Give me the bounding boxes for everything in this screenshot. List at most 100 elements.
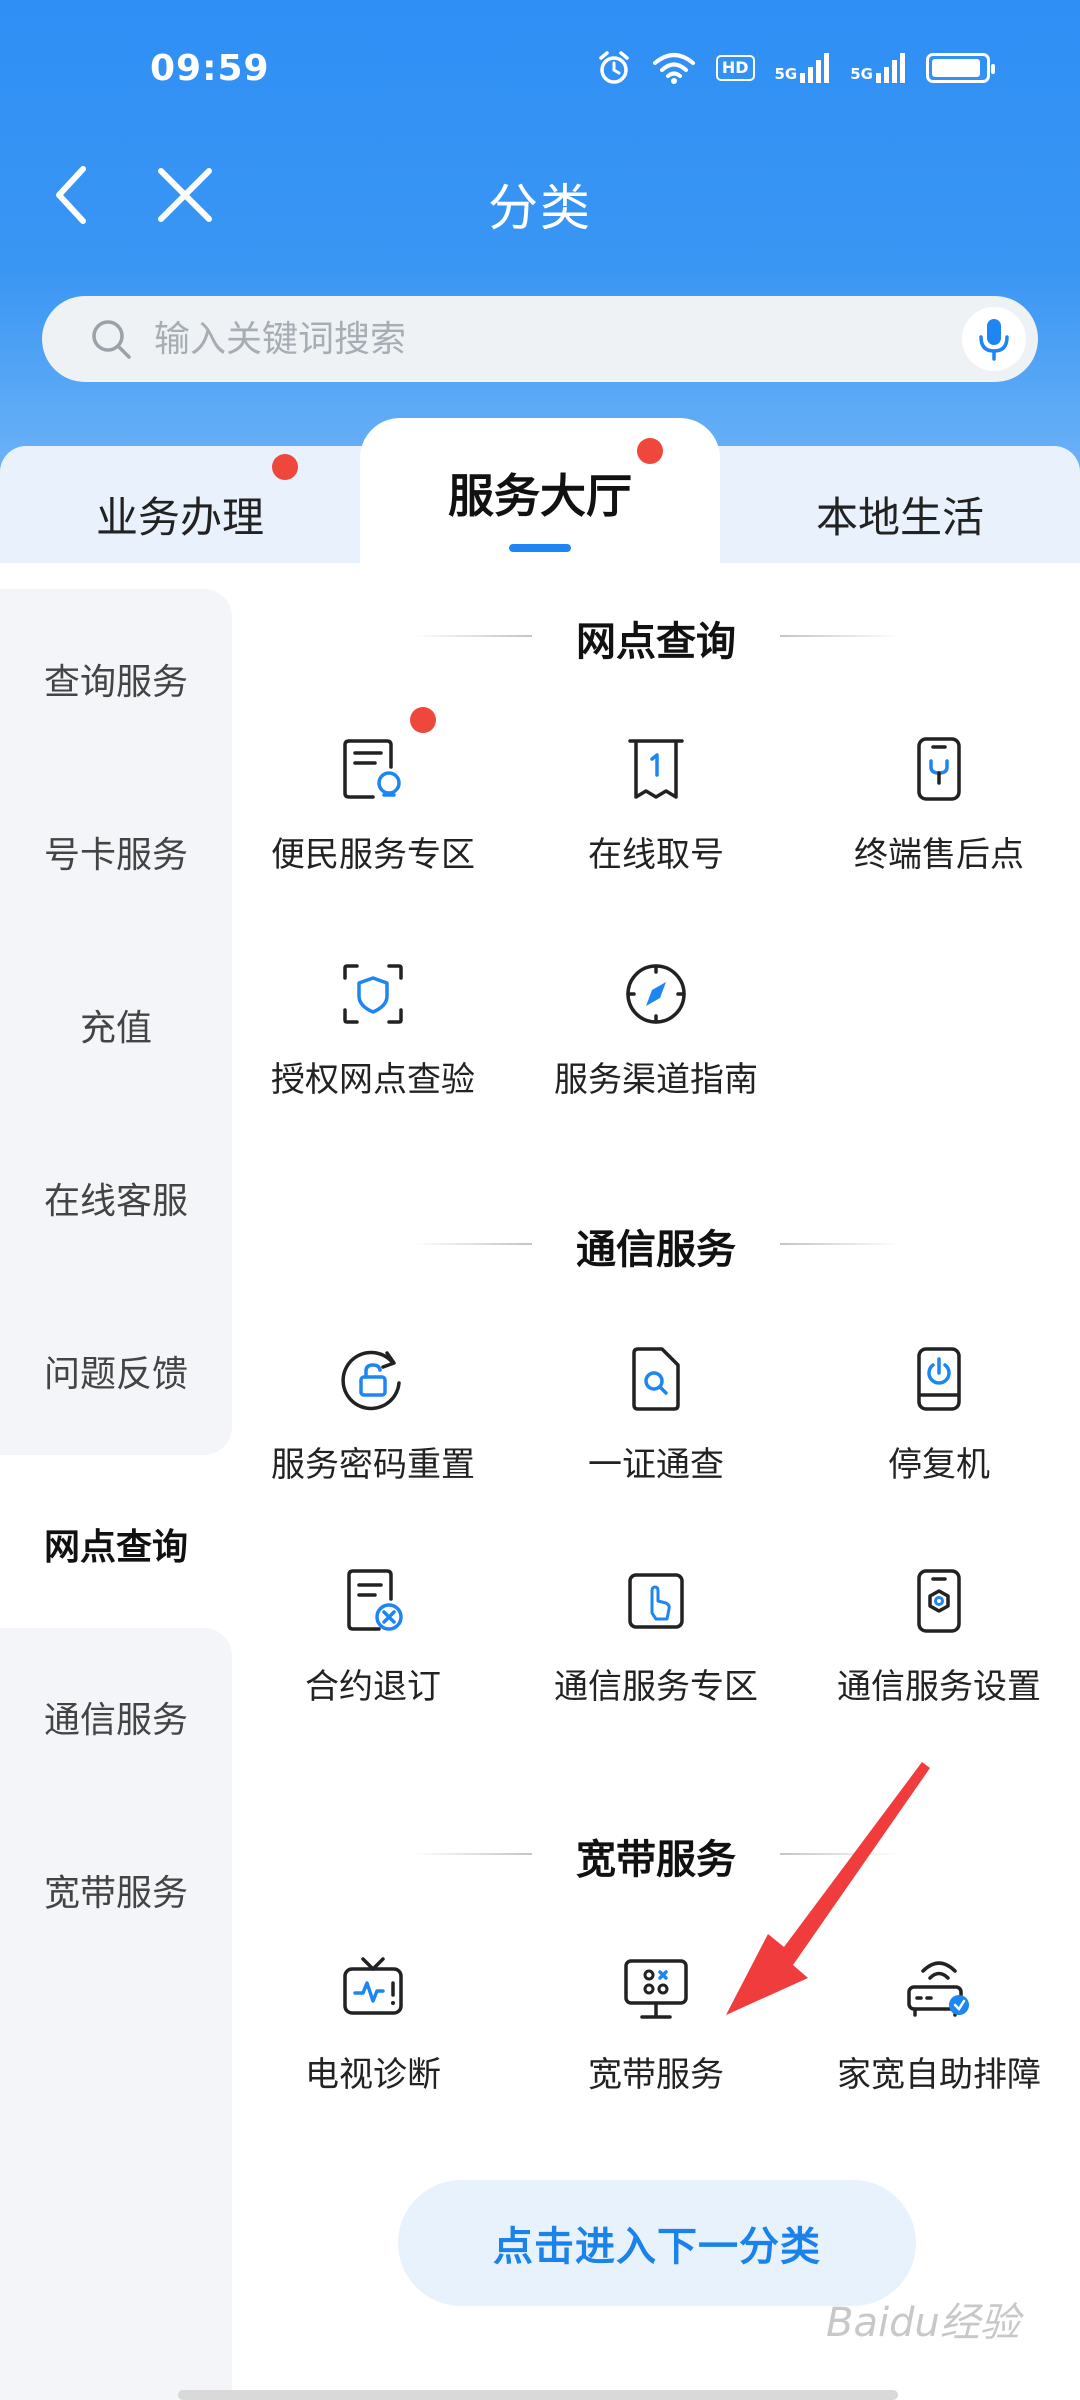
broadband-monitor-icon: [624, 1959, 688, 2019]
service-label: 电视诊断: [305, 2055, 441, 2095]
service-label: 便民服务专区: [271, 835, 475, 875]
category-main: 网点查询 便民服务专区 在线取号: [232, 563, 1080, 2400]
network-label-1: 5G: [774, 65, 798, 83]
voice-search-button[interactable]: [962, 307, 1026, 371]
sidebar-item-number-card[interactable]: 号卡服务: [43, 835, 188, 876]
next-category-button[interactable]: 点击进入下一分类: [398, 2180, 916, 2306]
signal-1: 5G: [775, 53, 831, 83]
touch-zone-icon: [628, 1573, 684, 1629]
section-divider: [780, 1243, 900, 1245]
sidebar-item-outlet-query[interactable]: 网点查询: [43, 1527, 188, 1568]
tab-service-hall[interactable]: 服务大厅: [360, 418, 720, 563]
service-label: 终端售后点: [854, 835, 1024, 875]
broadband-service-item[interactable]: 宽带服务: [515, 1953, 797, 2133]
battery-icon: [926, 53, 995, 83]
notification-dot: [637, 438, 663, 464]
page-title: 分类: [488, 179, 592, 237]
search-input[interactable]: [154, 318, 962, 360]
tab-local-life[interactable]: 本地生活: [700, 446, 1080, 563]
sidebar-item-query[interactable]: 查询服务: [43, 662, 188, 703]
signal-icon: [800, 53, 830, 83]
service-label: 通信服务设置: [837, 1667, 1041, 1707]
sidebar-item-feedback[interactable]: 问题反馈: [43, 1354, 188, 1395]
service-label: 通信服务专区: [554, 1667, 758, 1707]
sidebar-item-recharge[interactable]: 充值: [79, 1008, 152, 1049]
tab-label: 本地生活: [815, 493, 984, 542]
password-reset-item[interactable]: 服务密码重置: [232, 1343, 514, 1523]
sidebar-item-broadband[interactable]: 宽带服务: [43, 1873, 188, 1914]
section-divider: [412, 635, 532, 637]
status-bar: 09:59 HD 5G 5G: [0, 0, 1080, 140]
sidebar-group: [0, 589, 232, 1455]
section-divider: [780, 635, 900, 637]
section-divider: [412, 1853, 532, 1855]
tab-business[interactable]: 业务办理: [0, 446, 380, 563]
phone-power-item[interactable]: 停复机: [798, 1343, 1080, 1523]
service-zone-item[interactable]: 便民服务专区: [232, 733, 514, 913]
microphone-icon: [979, 319, 1009, 361]
watermark: Baidu经验: [826, 2300, 1020, 2346]
category-tabs: 业务办理 本地生活 服务大厅: [0, 418, 1080, 563]
phone-power-icon: [917, 1347, 961, 1411]
close-icon: [158, 168, 212, 222]
service-label: 在线取号: [588, 835, 724, 875]
tab-label: 服务大厅: [448, 469, 632, 523]
document-search-item[interactable]: 一证通查: [515, 1343, 797, 1523]
router-repair-item[interactable]: 家宽自助排障: [798, 1953, 1080, 2133]
network-label-2: 5G: [850, 65, 873, 83]
phone-repair-icon: [917, 737, 961, 801]
alarm-icon: [599, 51, 629, 84]
touch-zone-item[interactable]: 通信服务专区: [515, 1565, 797, 1745]
document-search-icon: [632, 1347, 680, 1411]
phone-repair-item[interactable]: 终端售后点: [798, 733, 1080, 913]
service-label: 家宽自助排障: [837, 2055, 1041, 2095]
compass-icon: [626, 964, 686, 1024]
section-title: 网点查询: [576, 619, 736, 665]
service-label: 授权网点查验: [271, 1060, 475, 1100]
close-button[interactable]: [150, 160, 220, 230]
search-bar[interactable]: [42, 296, 1038, 382]
section-divider: [780, 1853, 900, 1855]
phone-settings-item[interactable]: 通信服务设置: [798, 1565, 1080, 1745]
search-icon: [92, 320, 131, 359]
service-label: 服务密码重置: [271, 1445, 475, 1485]
status-time: 09:59: [150, 48, 270, 89]
service-label: 宽带服务: [588, 2055, 724, 2095]
signal-2: 5G: [850, 53, 906, 83]
service-label: 合约退订: [305, 1667, 441, 1707]
contract-cancel-icon: [347, 1569, 403, 1631]
contract-cancel-item[interactable]: 合约退订: [232, 1565, 514, 1745]
router-repair-icon: [907, 1961, 969, 2017]
service-zone-icon: [343, 739, 401, 799]
notification-dot: [272, 454, 298, 480]
section-divider: [412, 1243, 532, 1245]
content-area: 查询服务 号卡服务 充值 在线客服 问题反馈 网点查询 通信服务 宽带服务 网点…: [0, 563, 1080, 2400]
sidebar-item-online-service[interactable]: 在线客服: [43, 1181, 188, 1222]
tab-label: 业务办理: [95, 493, 264, 542]
status-icons: HD 5G 5G: [596, 50, 995, 86]
signal-icon: [876, 53, 905, 83]
section-title: 宽带服务: [576, 1837, 736, 1883]
wifi-icon: [652, 53, 695, 84]
tv-diagnose-item[interactable]: 电视诊断: [232, 1953, 514, 2133]
service-label: 停复机: [888, 1445, 990, 1485]
queue-ticket-item[interactable]: 在线取号: [515, 733, 797, 913]
shield-verify-icon: [343, 964, 403, 1024]
queue-ticket-icon: [628, 739, 684, 799]
password-reset-icon: [341, 1350, 401, 1411]
tab-active-indicator: [509, 544, 571, 552]
service-label: 服务渠道指南: [554, 1060, 758, 1100]
phone-settings-icon: [917, 1569, 961, 1633]
category-sidebar: 查询服务 号卡服务 充值 在线客服 问题反馈 网点查询 通信服务 宽带服务: [0, 563, 232, 2400]
sidebar-item-communication[interactable]: 通信服务: [43, 1700, 188, 1741]
shield-verify-item[interactable]: 授权网点查验: [232, 958, 514, 1138]
hd-badge: HD: [715, 55, 755, 81]
tv-diagnose-icon: [343, 1957, 403, 2015]
nav-bar: 分类: [0, 140, 1080, 250]
compass-item[interactable]: 服务渠道指南: [515, 958, 797, 1138]
notification-dot: [410, 707, 436, 733]
chevron-left-icon: [56, 166, 86, 224]
sidebar-group: [0, 1628, 232, 2400]
home-indicator: [178, 2390, 898, 2400]
back-button[interactable]: [36, 160, 106, 230]
